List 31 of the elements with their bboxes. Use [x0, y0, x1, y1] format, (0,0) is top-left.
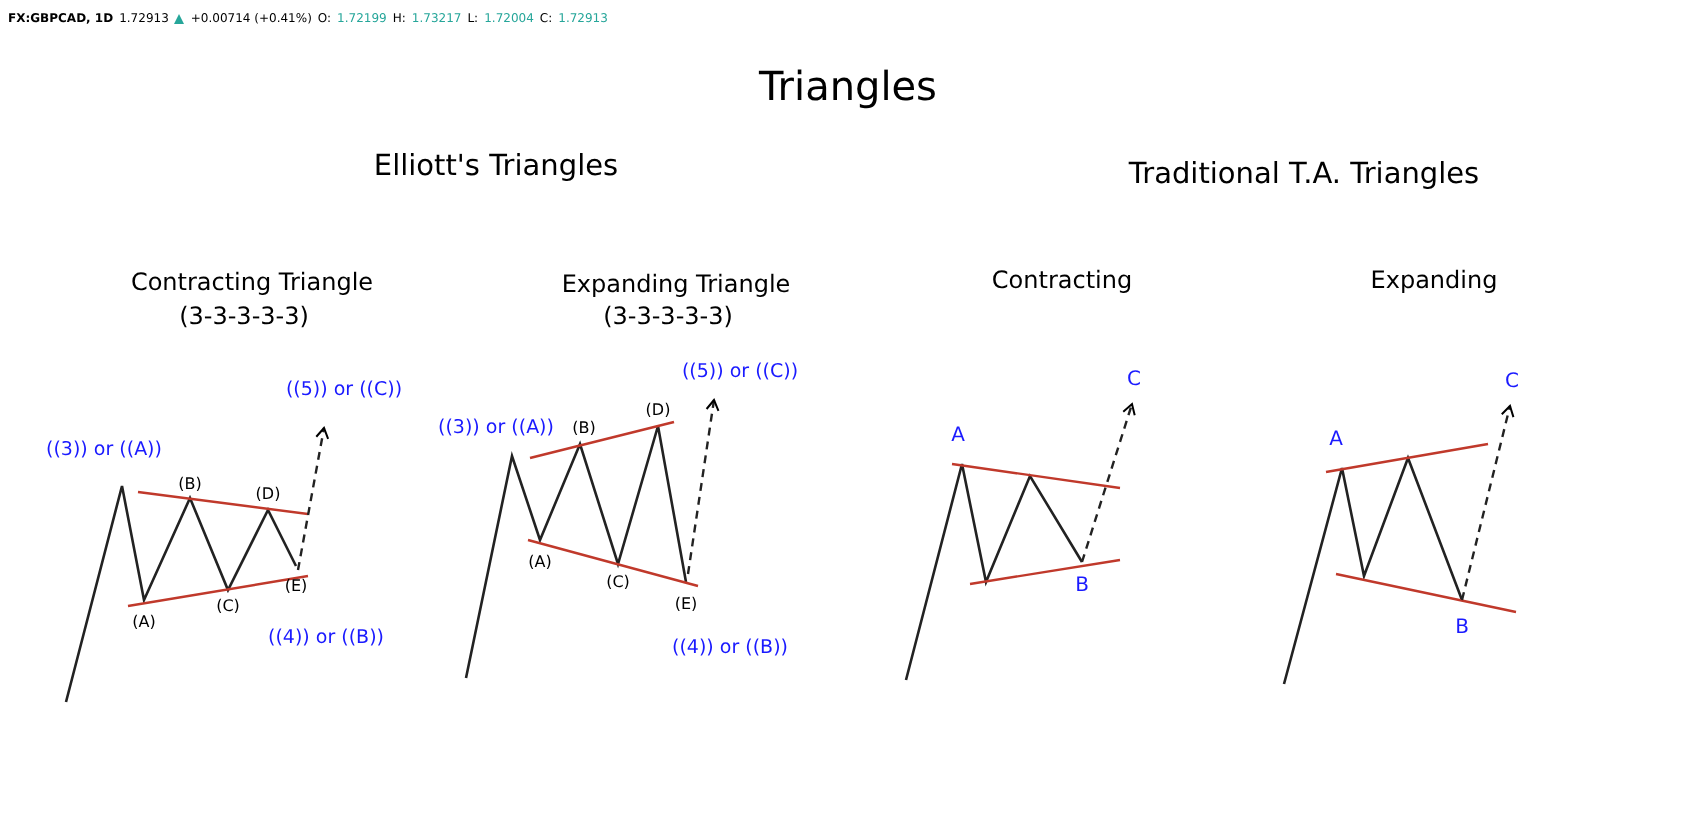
- wave-label: (E): [284, 576, 308, 596]
- page-title: Triangles: [759, 62, 937, 110]
- wave-label: ((3)) or ((A)): [46, 441, 162, 463]
- wave-label: B: [1455, 616, 1469, 640]
- section-title: Traditional T.A. Triangles: [1128, 159, 1480, 193]
- wave-label: (B): [572, 418, 596, 438]
- wave-label: (D): [645, 400, 671, 420]
- wave-label: ((4)) or ((B)): [672, 639, 788, 661]
- wave-label: (B): [178, 474, 202, 494]
- section-title: Elliott's Triangles: [373, 151, 619, 185]
- wave-label: (C): [606, 572, 630, 592]
- wave-label: C: [1505, 370, 1519, 394]
- wave-label: (E): [674, 594, 698, 614]
- wave-label: (C): [216, 596, 240, 616]
- wave-label: (A): [528, 552, 552, 572]
- pattern-title: Expanding: [1370, 268, 1498, 296]
- wave-label: ((4)) or ((B)): [268, 629, 384, 651]
- wave-label: (D): [255, 484, 281, 504]
- wave-label: B: [1075, 574, 1089, 598]
- wave-label: A: [951, 424, 965, 448]
- wave-count: (3-3-3-3-3): [603, 304, 733, 332]
- wave-label: A: [1329, 428, 1343, 452]
- pattern-title: Contracting Triangle: [130, 270, 374, 298]
- wave-count: (3-3-3-3-3): [179, 304, 309, 332]
- wave-label: ((5)) or ((C)): [681, 363, 799, 385]
- wave-label: ((5)) or ((C)): [285, 381, 403, 403]
- pattern-title: Expanding Triangle: [561, 272, 791, 300]
- wave-label: C: [1127, 368, 1141, 392]
- wave-label: (A): [132, 612, 156, 632]
- pattern-title: Contracting: [991, 268, 1133, 296]
- wave-label: ((3)) or ((A)): [438, 419, 554, 441]
